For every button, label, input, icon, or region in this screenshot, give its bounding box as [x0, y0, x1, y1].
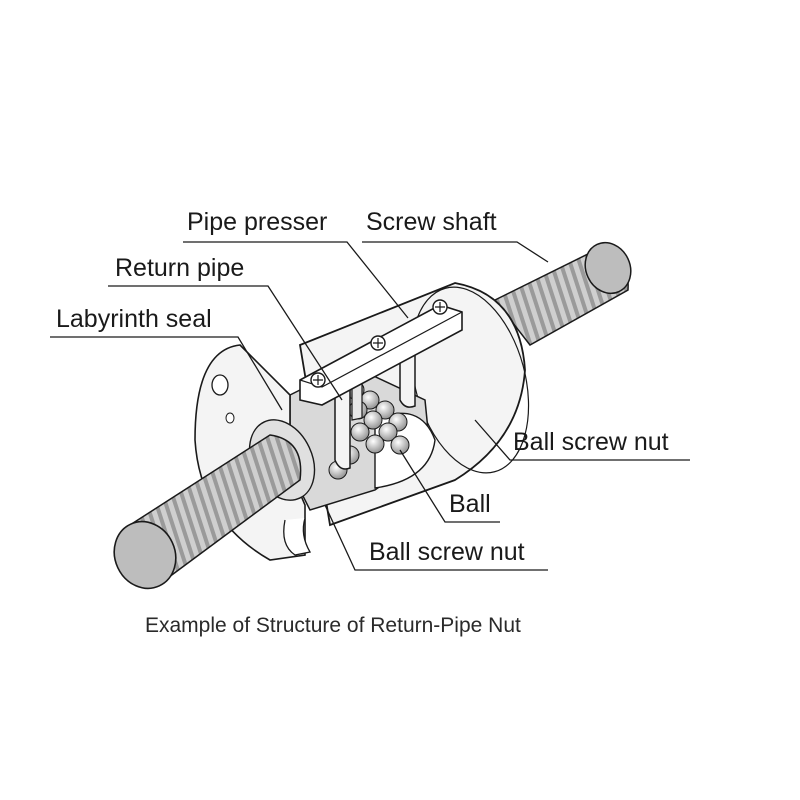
- label-return-pipe: Return pipe: [115, 254, 245, 282]
- label-pipe-presser: Pipe presser: [187, 208, 328, 236]
- pipe-presser-bar: [299, 299, 463, 406]
- screw-shaft-right: [493, 241, 632, 346]
- leader-ball-screw-nut-top: [474, 419, 690, 461]
- leader-ball-screw-nut-bottom: [324, 504, 548, 571]
- leader-ball: [399, 449, 500, 523]
- leader-lines: [50, 241, 690, 571]
- leader-labyrinth-seal: [50, 336, 283, 411]
- screw-shaft-left: [113, 434, 302, 590]
- label-ball: Ball: [449, 490, 491, 518]
- figure-caption: Example of Structure of Return-Pipe Nut: [145, 614, 521, 637]
- ball-group: [328, 380, 410, 480]
- leader-screw-shaft: [362, 241, 549, 263]
- label-ball-screw-nut-bottom: Ball screw nut: [369, 538, 525, 566]
- label-screw-shaft: Screw shaft: [366, 208, 497, 236]
- label-ball-screw-nut-top: Ball screw nut: [513, 428, 669, 456]
- label-labyrinth-seal: Labyrinth seal: [56, 305, 212, 333]
- leader-pipe-presser: [183, 241, 409, 319]
- leader-return-pipe: [108, 285, 343, 401]
